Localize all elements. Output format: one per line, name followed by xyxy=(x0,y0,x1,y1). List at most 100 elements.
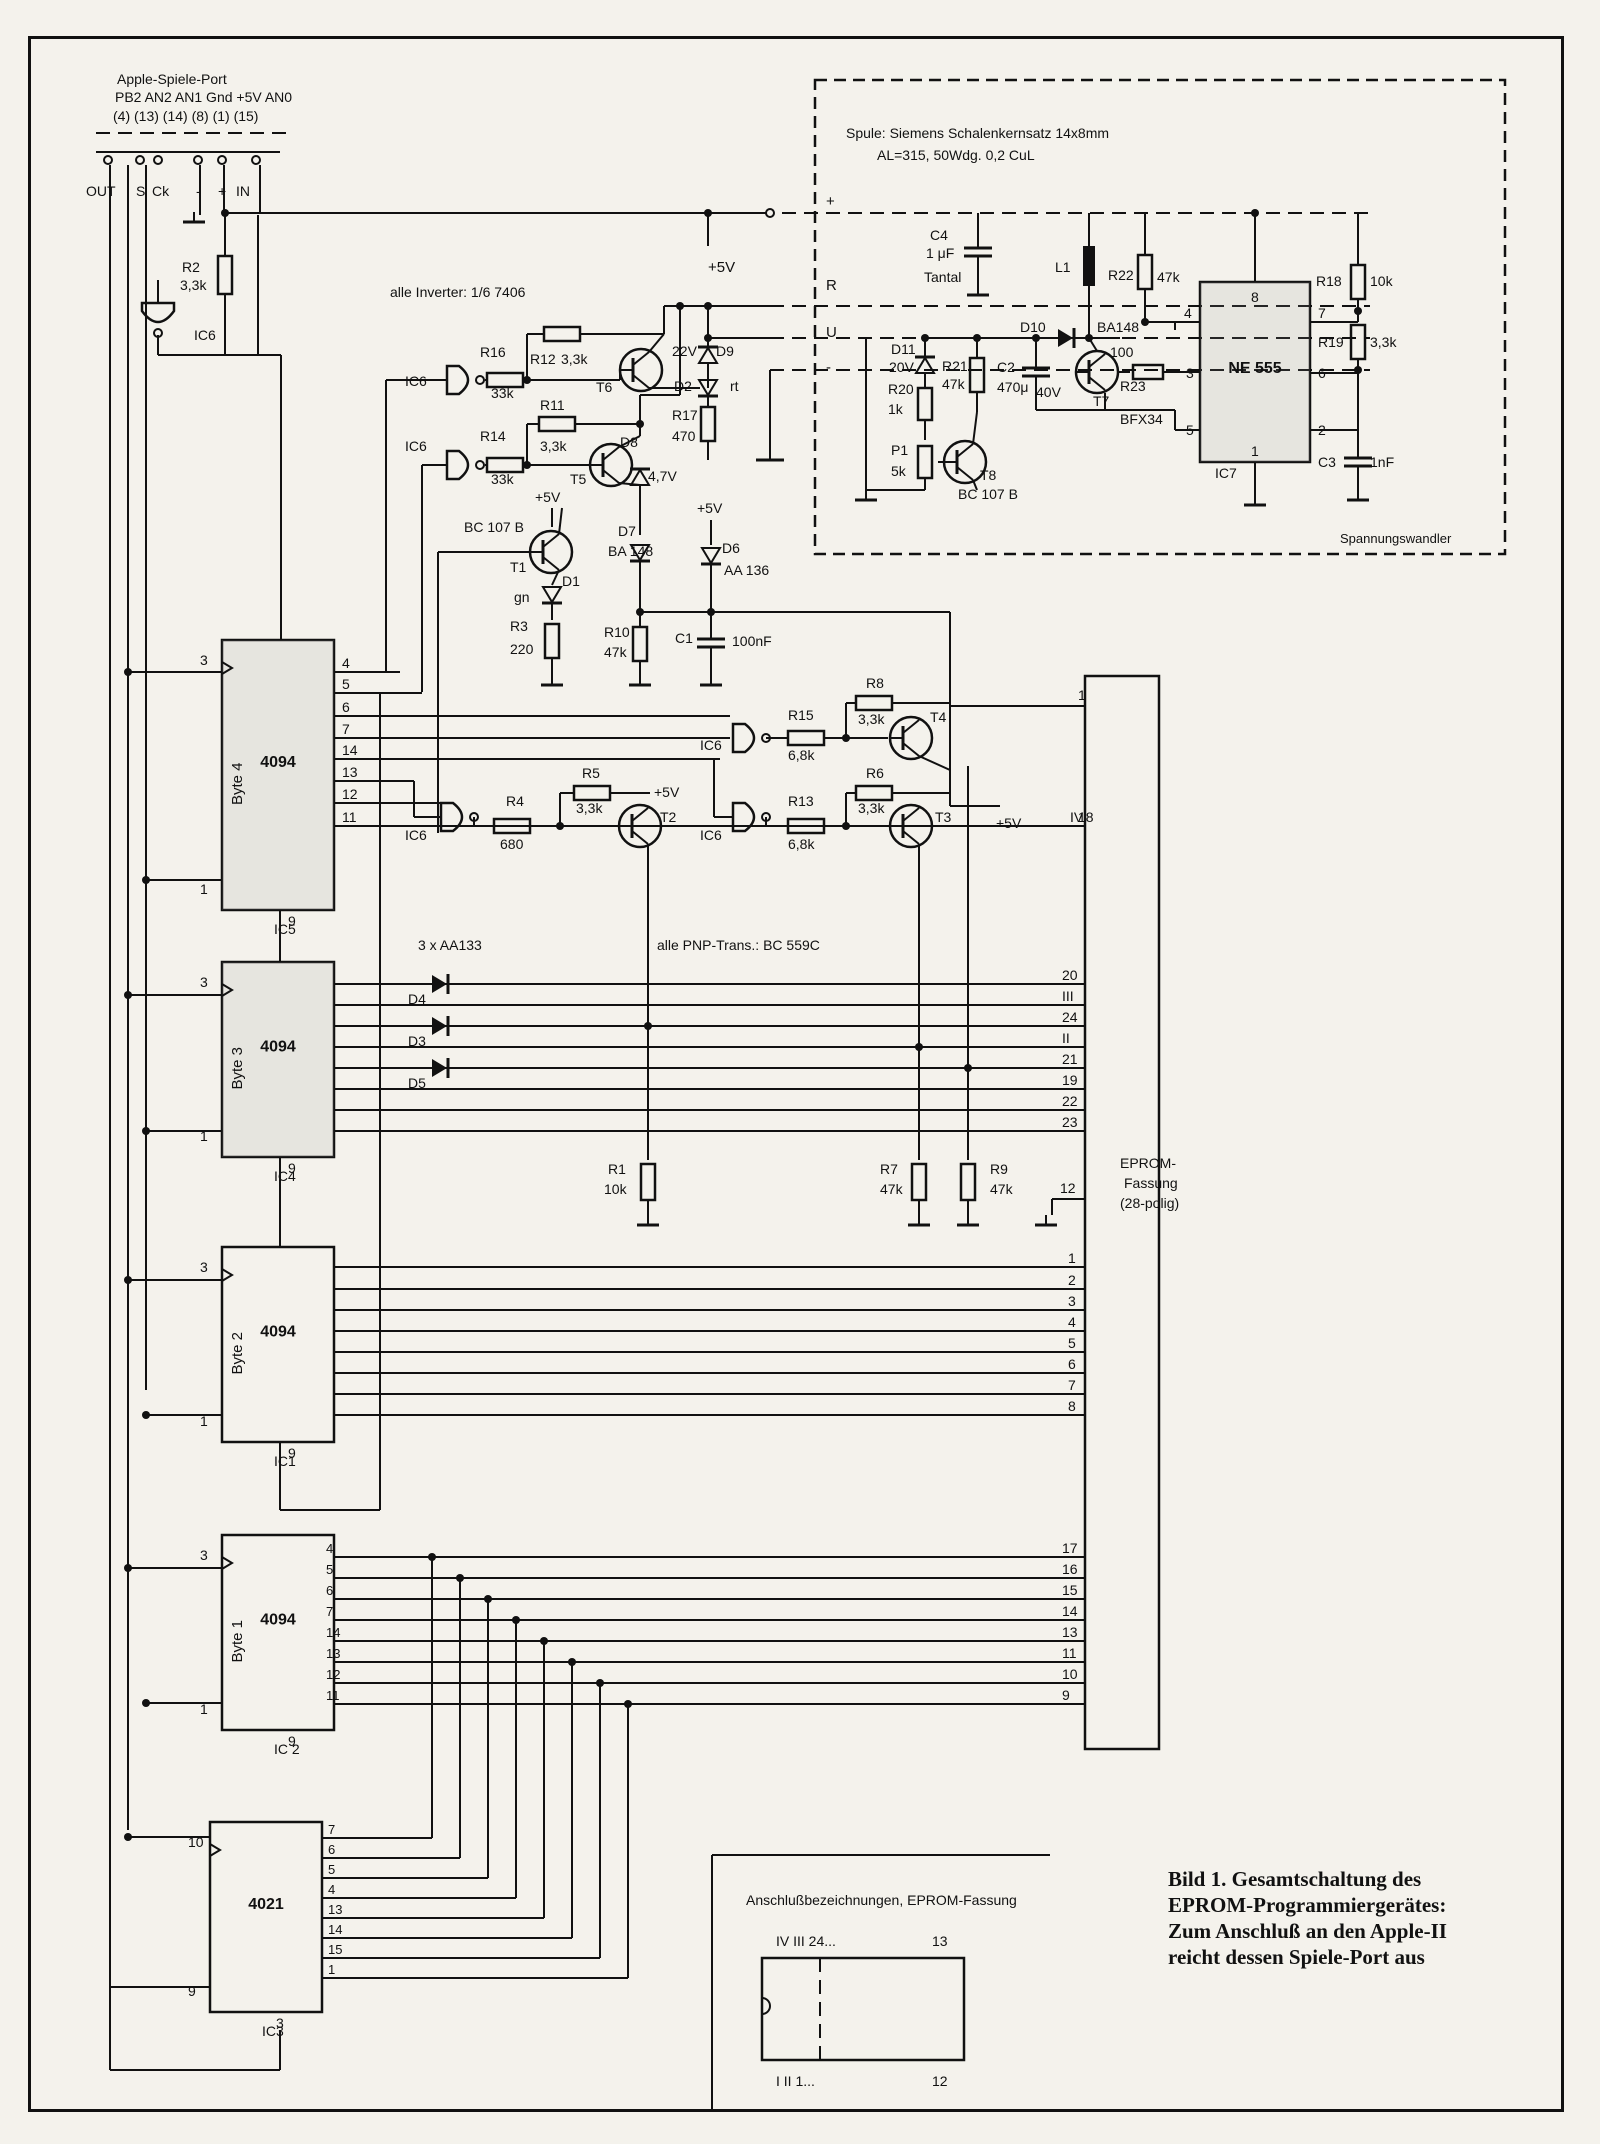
chip-type: 4094 xyxy=(260,1324,296,1341)
r8-label: R8 xyxy=(866,675,884,691)
r19-value: 3,3k xyxy=(1370,334,1397,350)
d1-label: D1 xyxy=(562,573,580,589)
resistor xyxy=(786,729,826,747)
r16-label: R16 xyxy=(480,344,506,360)
voltage-converter-box xyxy=(813,78,1507,556)
ic5-pin-number: 11 xyxy=(342,809,357,825)
port-pin-plus: + xyxy=(218,183,226,199)
resistor xyxy=(572,784,612,802)
ic5-pin-number: 13 xyxy=(342,764,358,780)
byte-label: Byte 2 xyxy=(229,1332,246,1375)
d1-color: gn xyxy=(514,589,530,605)
eprom-pin: 13 xyxy=(1062,1624,1078,1640)
r10-value: 47k xyxy=(604,644,628,660)
clock-pin-number: 3 xyxy=(200,974,208,990)
t1-label: T1 xyxy=(510,559,527,575)
qs-pin-number: 9 xyxy=(288,913,296,929)
pnp-note: alle PNP-Trans.: BC 559C xyxy=(657,937,820,953)
d6-label: D6 xyxy=(722,540,740,556)
resistor xyxy=(631,625,649,663)
eprom-pin: 23 xyxy=(1062,1114,1078,1130)
eprom-pin: 5 xyxy=(1068,1335,1076,1351)
eprom-label-line: Fassung xyxy=(1124,1175,1178,1191)
legend-title: Anschlußbezeichnungen, EPROM-Fassung xyxy=(746,1892,1017,1908)
resistor xyxy=(1136,253,1154,291)
inverter-gate xyxy=(140,301,176,324)
legend-chip xyxy=(760,1956,966,2062)
d5-label: D5 xyxy=(408,1075,426,1091)
eprom-pin: 12 xyxy=(1060,1180,1076,1196)
port-signals: PB2 AN2 AN1 Gnd +5V AN0 xyxy=(115,89,292,105)
port-pin-ck: Ck xyxy=(152,183,170,199)
d2-color: rt xyxy=(730,378,739,394)
r16-value: 33k xyxy=(491,385,515,401)
r13-value: 6,8k xyxy=(788,836,815,852)
ne555-name: NE 555 xyxy=(1228,360,1281,377)
diode xyxy=(697,346,719,364)
resistor xyxy=(1349,323,1367,361)
ic3-pin-number: 4 xyxy=(328,1882,335,1897)
wire xyxy=(631,807,649,822)
byte-label: Byte 1 xyxy=(229,1620,246,1663)
eprom-pin: 9 xyxy=(1062,1687,1070,1703)
terminal xyxy=(217,155,227,165)
r21-value: 47k xyxy=(942,376,966,392)
r4-label: R4 xyxy=(506,793,524,809)
terminal xyxy=(103,155,113,165)
wire xyxy=(956,466,974,481)
figure-caption: Bild 1. Gesamtschaltung des EPROM-Progra… xyxy=(1168,1866,1548,1970)
terminal xyxy=(193,155,203,165)
ic2-pin-number: 7 xyxy=(326,1604,333,1619)
junction-dot xyxy=(842,822,850,830)
junction-dot xyxy=(842,734,850,742)
junction-dot xyxy=(973,334,981,342)
t5-label: T5 xyxy=(570,471,587,487)
eprom-pin: 21 xyxy=(1062,1051,1078,1067)
coil-spec: AL=315, 50Wdg. 0,2 CuL xyxy=(877,147,1035,163)
legend-notch xyxy=(761,1997,771,2015)
wire xyxy=(618,435,641,448)
chip-ref: IC3 xyxy=(262,2023,284,2039)
plus-5v-label: +5V xyxy=(996,815,1022,831)
junction-dot xyxy=(142,876,150,884)
r22-label: R22 xyxy=(1108,267,1134,283)
ic2-pin-number: 6 xyxy=(326,1583,333,1598)
rail-r-label: R xyxy=(826,277,837,294)
junction-dot xyxy=(124,1564,132,1572)
eprom-label-line: (28-polig) xyxy=(1120,1195,1179,1211)
resistor xyxy=(959,1162,977,1202)
rail-minus-label: - xyxy=(826,359,831,376)
port-pin-out: OUT xyxy=(86,183,116,199)
shift-register-chip xyxy=(220,1533,336,1732)
pin-8: 8 xyxy=(1251,289,1259,305)
resistor xyxy=(699,405,717,443)
ic3-pin-number: 6 xyxy=(328,1842,335,1857)
eprom-pin: III xyxy=(1062,988,1074,1004)
wire xyxy=(902,719,920,734)
c2-rating: 40V xyxy=(1036,384,1062,400)
d4-label: D4 xyxy=(408,991,426,1007)
t4-label: T4 xyxy=(930,709,947,725)
eprom-pin: IV xyxy=(1070,809,1084,825)
plus-5v-label: +5V xyxy=(535,489,561,505)
c2-label: C2 xyxy=(997,359,1015,375)
ic5-pin-number: 14 xyxy=(342,742,358,758)
clock-pin-number: 3 xyxy=(200,1259,208,1275)
wire xyxy=(918,755,951,771)
r6-value: 3,3k xyxy=(858,800,885,816)
diode xyxy=(541,586,563,604)
ic3-pin-number: 14 xyxy=(328,1922,342,1937)
eprom-pin: 6 xyxy=(1068,1356,1076,1372)
eprom-pin: 1 xyxy=(1068,1250,1076,1266)
eprom-pin: 11 xyxy=(1062,1645,1077,1661)
clock-arrow xyxy=(221,1268,234,1282)
eprom-pin: 14 xyxy=(1062,1603,1078,1619)
r19-label: R19 xyxy=(1318,334,1344,350)
ic7-label: IC7 xyxy=(1215,465,1237,481)
junction-dot xyxy=(142,1127,150,1135)
eprom-pin: 7 xyxy=(1068,1377,1076,1393)
coil-note: Spule: Siemens Schalenkernsatz 14x8mm xyxy=(846,125,1109,141)
junction-dot xyxy=(1141,318,1149,326)
resistor xyxy=(910,1162,928,1202)
chip-type: 4094 xyxy=(260,1612,296,1629)
